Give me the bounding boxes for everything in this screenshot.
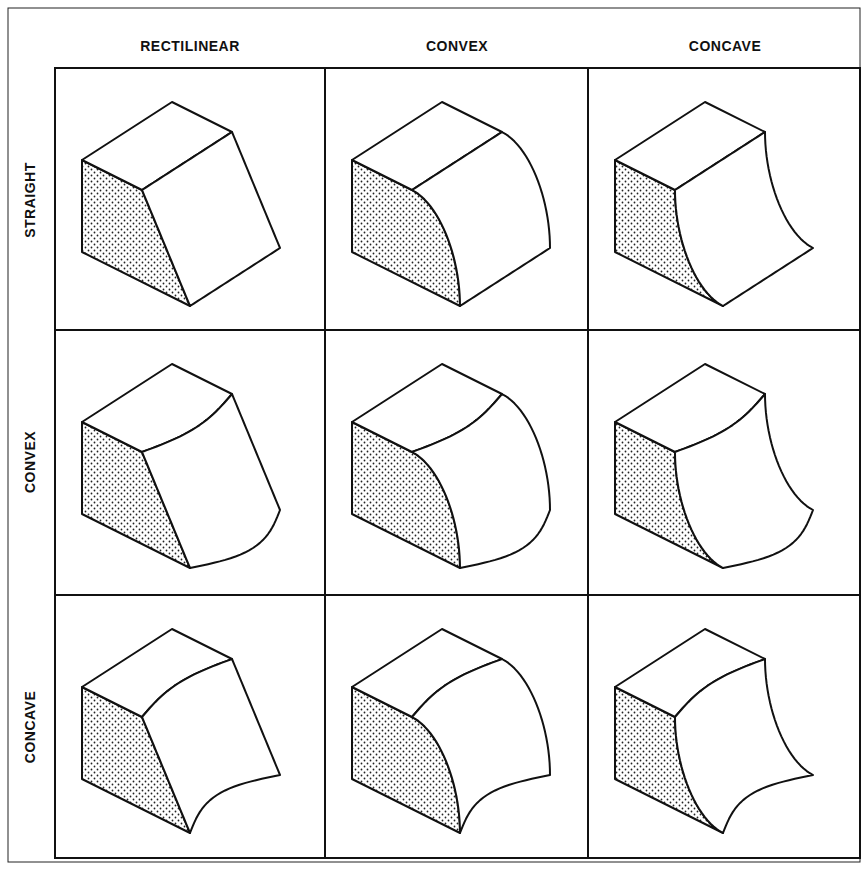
outer-frame bbox=[8, 8, 860, 862]
column-heading: RECTILINEAR bbox=[140, 38, 240, 54]
block-figure bbox=[82, 364, 280, 568]
block-figure bbox=[352, 102, 550, 306]
slope-face bbox=[675, 394, 813, 568]
row-heading: CONVEX bbox=[22, 431, 38, 493]
column-heading: CONCAVE bbox=[689, 38, 761, 54]
block-figure bbox=[615, 364, 813, 568]
block-figure bbox=[615, 102, 813, 306]
slope-face bbox=[412, 132, 550, 306]
block-figure bbox=[82, 102, 280, 306]
slope-face bbox=[412, 659, 550, 833]
grid-line bbox=[324, 68, 326, 858]
slope-face bbox=[412, 394, 550, 568]
slope-face bbox=[675, 132, 813, 306]
slope-face bbox=[142, 659, 280, 833]
block-figure bbox=[615, 629, 813, 833]
slope-face bbox=[142, 132, 280, 306]
blocks bbox=[82, 102, 813, 833]
column-heading: CONVEX bbox=[426, 38, 488, 54]
grid-frame bbox=[55, 68, 860, 858]
block-figure bbox=[352, 364, 550, 568]
row-heading: CONCAVE bbox=[22, 691, 38, 763]
block-figure bbox=[352, 629, 550, 833]
grid-line bbox=[55, 594, 860, 596]
row-heading: STRAIGHT bbox=[22, 162, 38, 238]
block-figure bbox=[82, 629, 280, 833]
slope-face bbox=[675, 659, 813, 833]
grid-line bbox=[55, 329, 860, 331]
grid-line bbox=[587, 68, 589, 858]
slope-face bbox=[142, 394, 280, 568]
